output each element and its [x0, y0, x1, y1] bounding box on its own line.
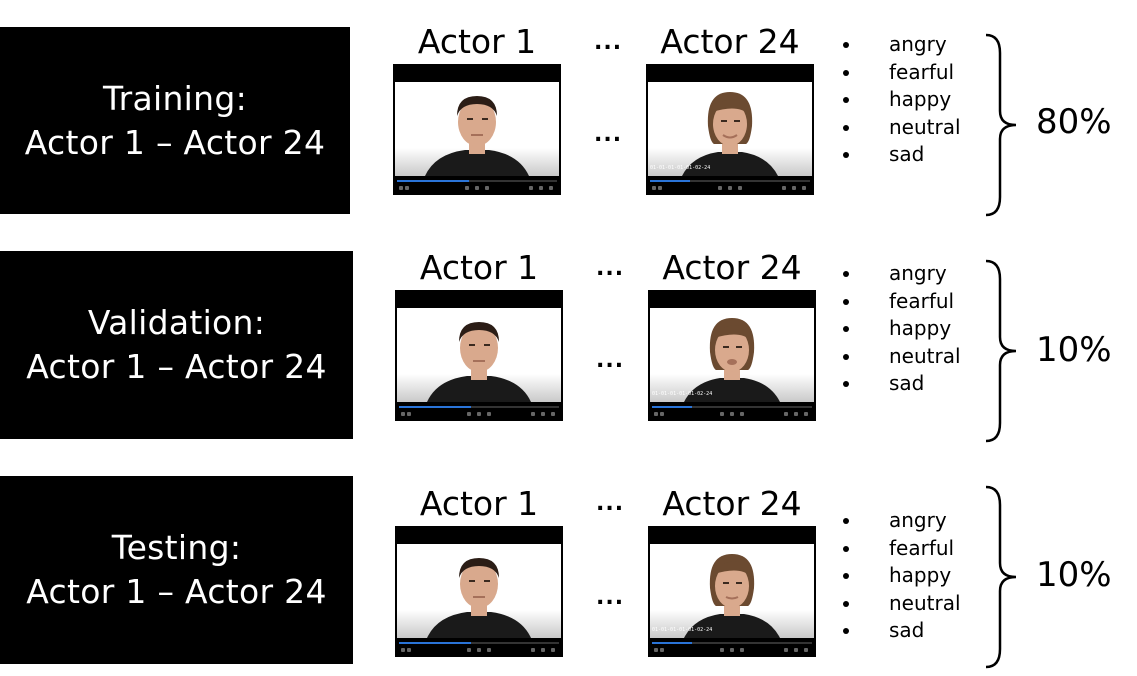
emotion-label: happy: [889, 87, 952, 111]
last-actor-thumbnail: 01-01-01-01-01-02-24: [648, 290, 816, 421]
header-ellipsis: ...: [594, 30, 623, 55]
split-range: Actor 1 – Actor 24: [26, 347, 327, 386]
emotion-label: sad: [889, 371, 925, 395]
emotion-label: sad: [889, 618, 925, 642]
emotion-item: fearful: [843, 535, 961, 563]
header-ellipsis: ...: [596, 256, 625, 281]
first-actor-label: Actor 1: [419, 484, 539, 523]
emotion-label: neutral: [889, 114, 961, 139]
emotion-label: happy: [889, 316, 952, 340]
emotion-item: angry: [843, 31, 961, 59]
emotion-list: angry fearful happy neutral sad: [843, 260, 961, 398]
emotion-item: neutral: [843, 343, 961, 371]
first-actor-label: Actor 1: [419, 248, 539, 287]
last-actor-label: Actor 24: [662, 484, 802, 523]
testing-split-box: Testing: Actor 1 – Actor 24: [0, 476, 353, 664]
male-actor-face-icon: [427, 558, 531, 638]
emotion-item: angry: [843, 260, 961, 288]
emotion-label: sad: [889, 142, 925, 166]
emotion-label: angry: [889, 261, 947, 285]
validation-row: Validation: Actor 1 – Actor 24 Actor 1 .…: [0, 226, 1137, 451]
emotion-label: fearful: [889, 59, 955, 84]
emotion-item: fearful: [843, 59, 961, 87]
emotion-item: sad: [843, 617, 961, 645]
split-range: Actor 1 – Actor 24: [24, 122, 326, 162]
last-actor-label: Actor 24: [660, 22, 800, 61]
training-row: Training: Actor 1 – Actor 24 Actor 1 ...…: [0, 0, 1137, 225]
split-percentage: 10%: [1036, 330, 1112, 370]
male-actor-face-icon: [427, 322, 531, 402]
emotion-item: neutral: [843, 114, 961, 142]
middle-ellipsis: ...: [594, 122, 623, 147]
first-actor-thumbnail: [395, 526, 563, 657]
emotion-label: angry: [889, 32, 947, 56]
middle-ellipsis: ...: [596, 585, 625, 610]
first-actor-thumbnail: [395, 290, 563, 421]
curly-brace-icon: [985, 33, 1017, 217]
video-timestamp: 01-01-01-01-01-02-24: [652, 391, 713, 397]
emotion-item: angry: [843, 507, 961, 535]
emotion-item: sad: [843, 370, 961, 398]
female-actor-face-icon: [684, 318, 780, 402]
emotion-list: angry fearful happy neutral sad: [843, 31, 961, 169]
emotion-item: happy: [843, 315, 961, 343]
emotion-label: fearful: [889, 535, 955, 560]
training-split-box: Training: Actor 1 – Actor 24: [0, 27, 350, 214]
middle-ellipsis: ...: [596, 348, 625, 373]
emotion-list: angry fearful happy neutral sad: [843, 507, 961, 645]
emotion-item: sad: [843, 141, 961, 169]
last-actor-thumbnail: 01-01-01-01-01-02-24: [648, 526, 816, 657]
validation-split-box: Validation: Actor 1 – Actor 24: [0, 251, 353, 439]
last-actor-thumbnail: 01-01-01-01-01-02-24: [646, 64, 814, 195]
split-title: Validation:: [87, 303, 266, 342]
female-actor-face-icon: [684, 554, 780, 638]
first-actor-label: Actor 1: [417, 22, 537, 61]
emotion-item: happy: [843, 562, 961, 590]
split-title: Training:: [102, 78, 248, 118]
header-ellipsis: ...: [596, 491, 625, 516]
emotion-item: neutral: [843, 590, 961, 618]
video-timestamp: 01-01-01-01-01-02-24: [652, 627, 713, 633]
male-actor-face-icon: [425, 96, 529, 176]
female-actor-face-icon: [682, 92, 778, 176]
split-title: Testing:: [111, 528, 242, 567]
emotion-label: fearful: [889, 288, 955, 313]
emotion-label: angry: [889, 508, 947, 532]
emotion-item: happy: [843, 86, 961, 114]
first-actor-thumbnail: [393, 64, 561, 195]
testing-row: Testing: Actor 1 – Actor 24 Actor 1 ... …: [0, 451, 1137, 676]
emotion-item: fearful: [843, 288, 961, 316]
video-timestamp: 01-01-01-01-01-02-24: [650, 165, 711, 171]
last-actor-label: Actor 24: [662, 248, 802, 287]
split-range: Actor 1 – Actor 24: [26, 572, 327, 611]
emotion-label: neutral: [889, 590, 961, 615]
emotion-label: happy: [889, 563, 952, 587]
curly-brace-icon: [985, 259, 1017, 443]
emotion-label: neutral: [889, 343, 961, 368]
curly-brace-icon: [985, 485, 1017, 669]
split-percentage: 10%: [1036, 555, 1112, 595]
split-percentage: 80%: [1036, 102, 1112, 142]
